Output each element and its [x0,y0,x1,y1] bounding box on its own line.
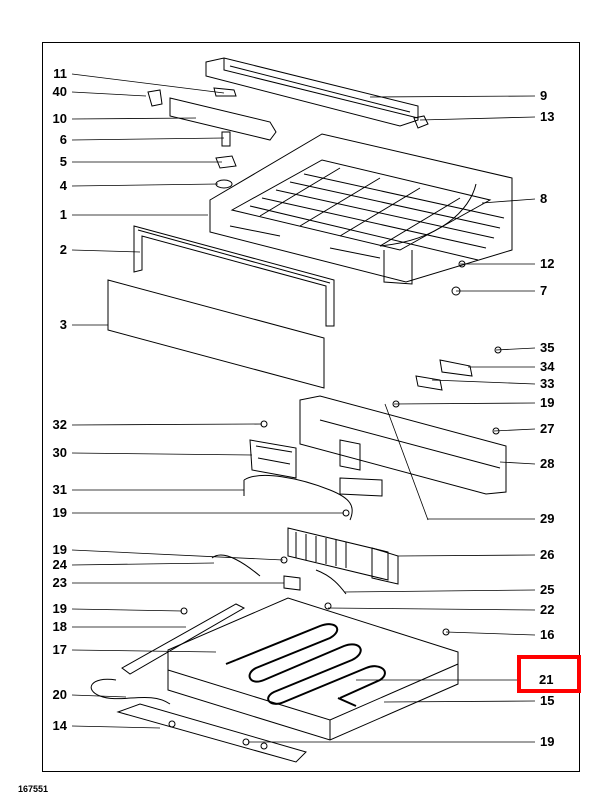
callout-28: 28 [540,456,555,471]
callout-29: 29 [540,511,555,526]
callout-21: 21 [539,672,554,687]
wiring-part-31 [243,474,353,521]
electronics-board-part-30 [249,439,297,479]
top-rail-part-9 [205,57,429,129]
callout-23: 23 [52,575,67,590]
glass-panel-part-3 [107,279,325,389]
callout-4: 4 [59,178,67,193]
callout-40: 40 [52,84,67,99]
callout-22: 22 [540,602,555,617]
callout-3: 3 [59,317,67,332]
callout-1: 1 [59,207,67,222]
glass-frame-part-2 [133,225,335,327]
callout-19-c: 19 [52,601,67,616]
callout-19-e: 19 [540,734,555,749]
document-number: 167551 [18,784,49,794]
screws [180,260,502,746]
grid-tray-part-8 [209,133,513,285]
callout-2: 2 [59,242,67,257]
diagram-frame [42,42,580,772]
wiring-parts-23-24-25 [211,554,347,595]
callout-30: 30 [52,445,67,460]
callout-19-b: 19 [52,542,67,557]
callout-16: 16 [540,627,555,642]
callout-8: 8 [540,191,548,206]
bottom-plate-part-14 [116,703,307,763]
callout-19-d: 19 [540,395,555,410]
callout-12: 12 [540,256,555,271]
callout-25: 25 [540,582,555,597]
fan-part-26 [287,527,399,585]
bottom-tray-part-15 [167,597,459,741]
highlight-box-part-21 [517,655,581,693]
callout-34: 34 [540,359,555,374]
callout-32: 32 [52,417,67,432]
callout-19-a: 19 [52,505,67,520]
callout-9: 9 [540,88,548,103]
callout-24: 24 [52,557,67,572]
wire-part-20 [90,678,171,705]
callout-10: 10 [52,111,67,126]
callout-6: 6 [59,132,67,147]
side-rail-part-18 [121,603,246,675]
callout-26: 26 [540,547,555,562]
callout-5: 5 [59,154,67,169]
callout-35: 35 [540,340,555,355]
callout-20: 20 [52,687,67,702]
callout-11: 11 [53,66,67,81]
callout-33: 33 [540,376,555,391]
callout-15: 15 [540,693,555,708]
callout-27: 27 [540,421,555,436]
callout-31: 31 [52,482,67,497]
bracket-part-29 [339,477,383,497]
callout-7: 7 [540,283,548,298]
callout-18: 18 [52,619,67,634]
small-fittings [147,87,277,189]
callout-14: 14 [52,718,67,733]
heating-element-part-21 [225,623,386,707]
callout-13: 13 [540,109,555,124]
callout-17: 17 [52,642,67,657]
leader-lines [71,73,536,743]
control-frame-part-28 [299,359,507,495]
